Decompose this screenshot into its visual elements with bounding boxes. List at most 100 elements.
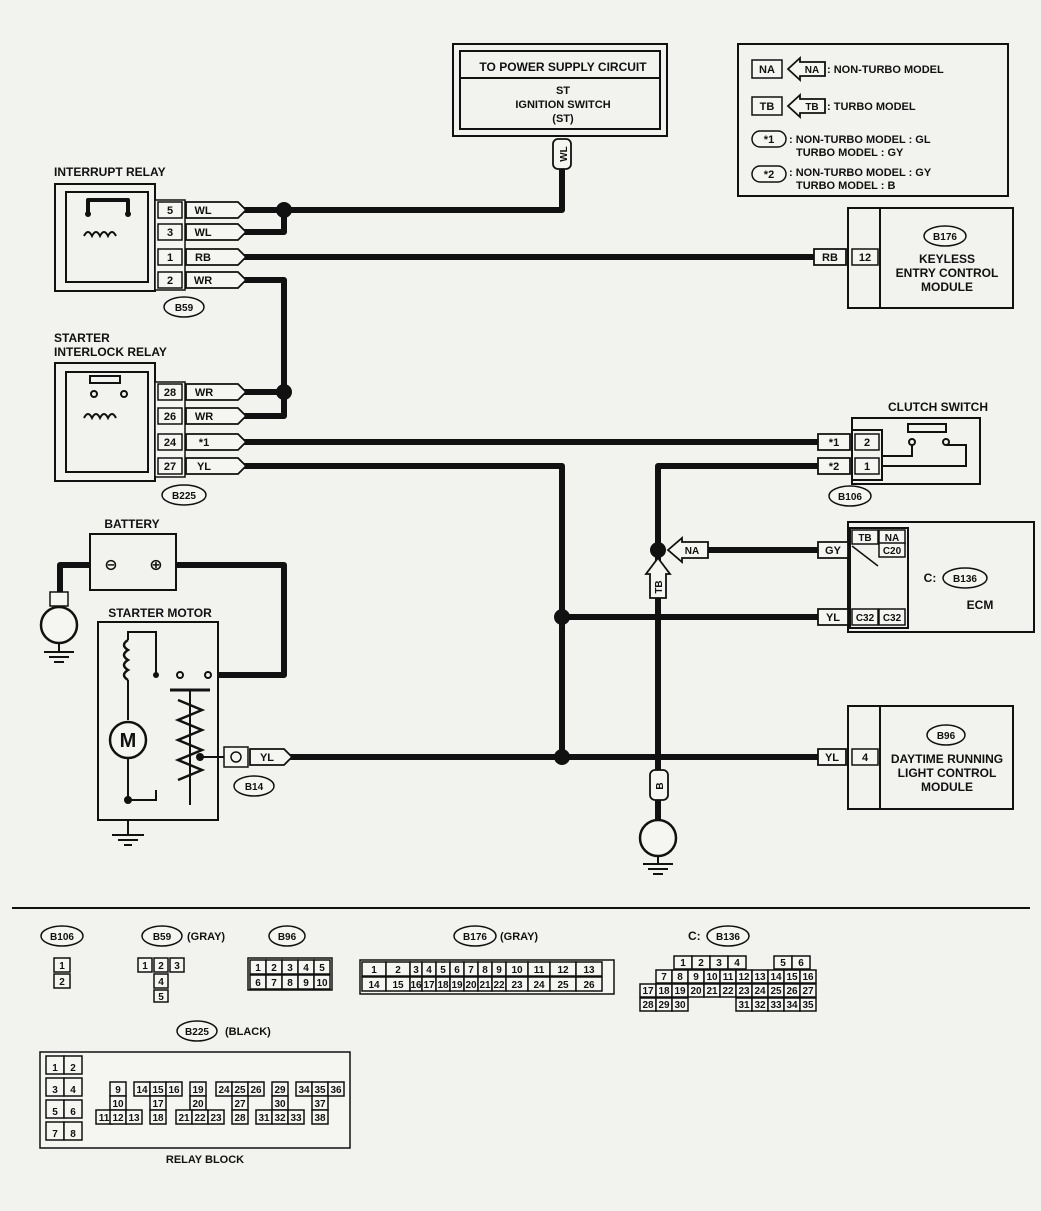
b225-cell-label: 38 — [314, 1113, 326, 1124]
keyless-connector-tag: B176 — [933, 232, 957, 243]
b136-cell — [799, 969, 817, 984]
b136-cell-label: 30 — [674, 1000, 686, 1011]
drl-wire-code: YL — [825, 752, 839, 764]
b136-cell-label: 32 — [754, 1000, 766, 1011]
power-wire-label: WL — [559, 146, 570, 162]
b176-cell-label: 6 — [454, 965, 460, 976]
wires — [57, 162, 823, 823]
starter-interlock-relay: STARTER INTERLOCK RELAY — [54, 331, 186, 482]
drl-line2: LIGHT CONTROL — [898, 766, 997, 780]
b59-cell: 1 — [142, 961, 148, 972]
chassis-ground — [39, 591, 79, 663]
b96-cell-label: 1 — [255, 963, 261, 974]
b136-cell-label: 33 — [770, 1000, 782, 1011]
b59-pin-number: 2 — [167, 275, 173, 287]
ecm-prefix: C: — [924, 571, 937, 585]
ecm-module: TB NA C20 C32 C32 GY YL C: B136 ECM — [817, 521, 1035, 633]
b176-cell-label: 13 — [583, 965, 595, 976]
b136-cell-label: 27 — [802, 986, 814, 997]
b176-view-name: B176 — [463, 932, 487, 943]
b176-cell-label: 24 — [533, 980, 545, 991]
b136-cell-label: 11 — [723, 972, 734, 983]
b225-cell-label: 30 — [274, 1099, 286, 1110]
b96-cell-label: 3 — [287, 963, 293, 974]
clutch-wire-star1: *1 — [829, 437, 839, 449]
b225-pin-number: 24 — [164, 437, 177, 449]
power-supply-box: TO POWER SUPPLY CIRCUIT ST IGNITION SWIT… — [452, 43, 668, 137]
connector-view-b106: B106 1 2 — [40, 925, 84, 989]
b136-cell-label: 25 — [770, 986, 782, 997]
b96-cell-label: 5 — [319, 963, 325, 974]
b225-wire-code: *1 — [199, 437, 209, 449]
b136-cell-label: 16 — [802, 972, 814, 983]
relay-block-caption: RELAY BLOCK — [166, 1154, 244, 1166]
legend-star2-tag: *2 — [764, 169, 774, 181]
b225-wire-code: WR — [195, 411, 213, 423]
b225-cell-label: 21 — [178, 1113, 190, 1124]
b225-cell-label: 3 — [52, 1085, 58, 1096]
ecm-yl-wire: YL — [826, 612, 840, 624]
b176-cell-label: 8 — [482, 965, 488, 976]
b176-cell — [575, 961, 603, 977]
b136-cell — [799, 997, 817, 1012]
b136-cell-label: 14 — [770, 972, 782, 983]
ecm-na-flag: NA — [666, 536, 709, 564]
b136-cell-label: 5 — [780, 958, 786, 969]
b136-cell — [727, 955, 747, 970]
b225-cell-label: 15 — [152, 1085, 164, 1096]
b59-cell: 4 — [158, 977, 164, 988]
b225-cell — [207, 1109, 225, 1125]
ground-b: B — [638, 769, 678, 875]
b225-cell-label: 9 — [115, 1085, 121, 1096]
b96-cell — [313, 974, 331, 990]
b136-view-prefix: C: — [688, 929, 701, 943]
b225-cell — [231, 1109, 249, 1125]
b59-view-note: (GRAY) — [187, 931, 225, 943]
b225-pin-row: 26 WR — [157, 407, 248, 425]
b136-cell-label: 35 — [802, 1000, 814, 1011]
interrupt-relay-title: INTERRUPT RELAY — [54, 165, 166, 179]
b136-cell-label: 26 — [786, 986, 798, 997]
b225-cell-label: 17 — [152, 1099, 164, 1110]
b59-pin-number: 5 — [167, 205, 173, 217]
b225-cell — [149, 1109, 167, 1125]
legend-star1-line1: : NON-TURBO MODEL : GL — [789, 134, 931, 146]
keyless-line1: KEYLESS — [919, 252, 975, 266]
b59-connector-tag: B59 — [175, 303, 194, 314]
starter-motor-label: STARTER MOTOR — [108, 606, 212, 620]
b136-cell-label: 13 — [754, 972, 766, 983]
b225-cell — [63, 1121, 83, 1141]
b176-cell-label: 1 — [371, 965, 377, 976]
b59-pin-row: 1 RB — [157, 248, 248, 266]
b225-cell-label: 8 — [70, 1129, 76, 1140]
na-flag-label: NA — [685, 546, 699, 557]
b136-cell-label: 22 — [722, 986, 734, 997]
b225-view-note: (BLACK) — [225, 1026, 271, 1038]
b136-cell-label: 17 — [642, 986, 654, 997]
b136-cell-label: 23 — [738, 986, 750, 997]
b59-pin-number: 1 — [167, 252, 173, 264]
b176-cell-label: 26 — [583, 980, 595, 991]
b106-cell: 1 — [59, 961, 65, 972]
b225-wire-code: WR — [195, 387, 213, 399]
legend-tb-box: TB — [760, 101, 775, 113]
b136-cell-label: 28 — [642, 1000, 654, 1011]
b176-cell-label: 12 — [557, 965, 569, 976]
b225-cell — [125, 1109, 143, 1125]
b225-cell-label: 32 — [274, 1113, 286, 1124]
b136-cell-label: 8 — [677, 972, 683, 983]
clutch-pin-1: 1 — [864, 461, 870, 473]
b106-cell: 2 — [59, 977, 65, 988]
b225-pin-row: 27 YL — [157, 457, 248, 475]
battery: BATTERY ⊖ ⊕ — [89, 517, 177, 591]
wire-junctions — [276, 202, 666, 765]
b225-cell-label: 1 — [52, 1063, 58, 1074]
b176-cell-label: 10 — [511, 965, 523, 976]
legend-star1-line2: TURBO MODEL : GY — [796, 147, 904, 159]
ecm-pin-c20: C20 — [883, 546, 902, 557]
b136-cell-label: 2 — [698, 958, 704, 969]
b96-cell-label: 7 — [271, 978, 277, 989]
